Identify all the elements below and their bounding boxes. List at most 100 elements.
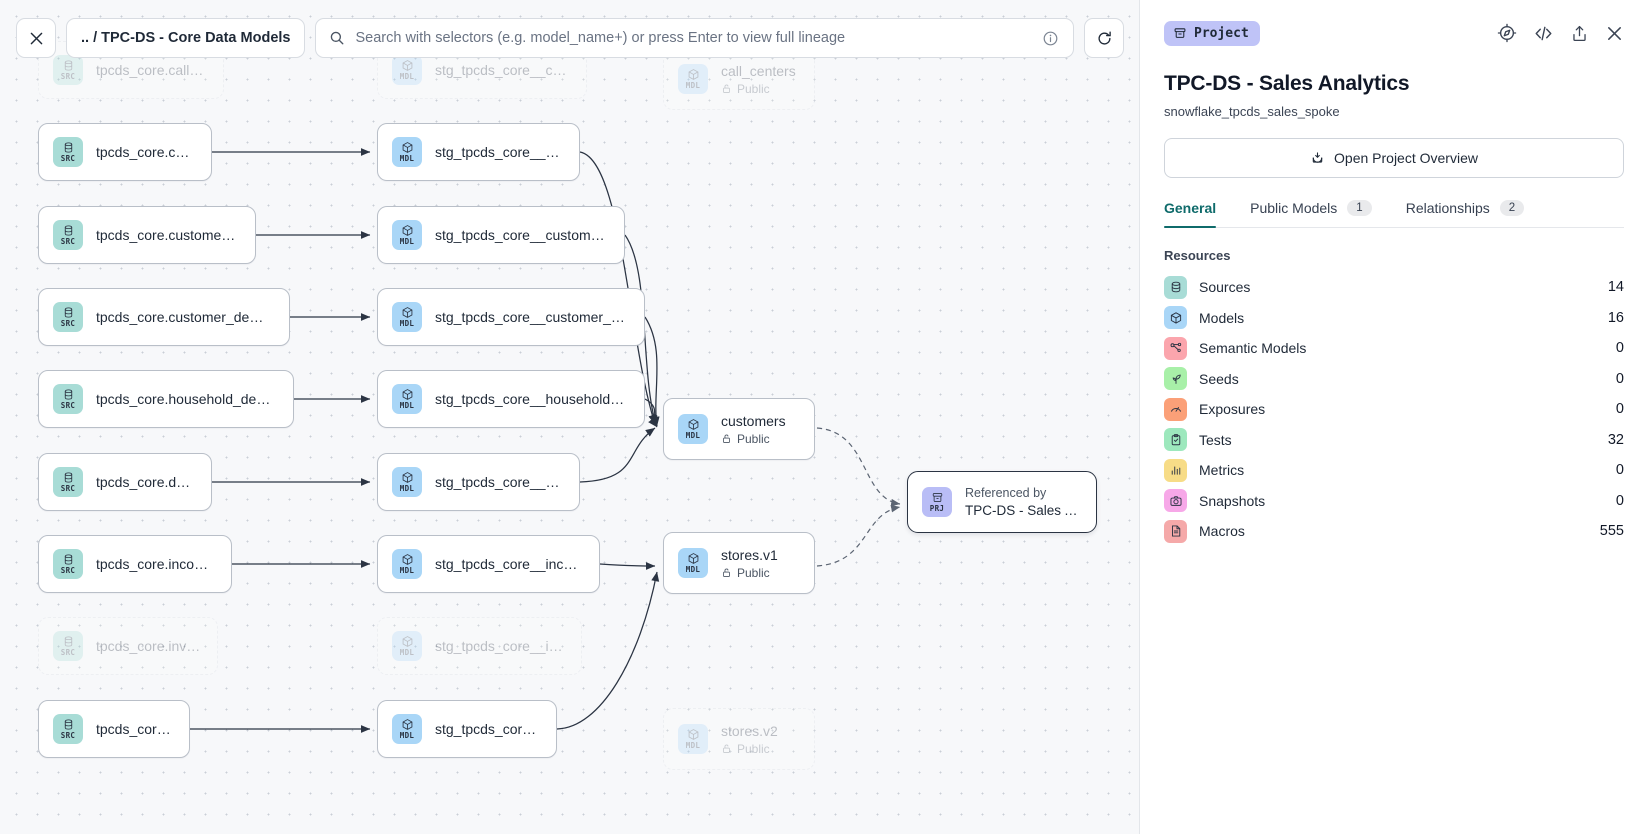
- search-bar[interactable]: [315, 18, 1074, 58]
- database-icon: [1171, 281, 1180, 293]
- cube-icon: [402, 719, 412, 731]
- code-icon[interactable]: [1533, 23, 1554, 44]
- lineage-node-src-customer-address[interactable]: SRC tpcds_core.customer_address: [38, 206, 256, 264]
- panel-actions: [1497, 23, 1624, 44]
- node-visibility: Public: [721, 566, 778, 580]
- info-circle-icon[interactable]: [1042, 30, 1059, 47]
- node-text: stg_tpcds_core__date_dim: [435, 474, 563, 490]
- node-type-badge-label: SRC: [60, 237, 76, 247]
- cube-icon: [402, 142, 412, 154]
- node-label: stg_tpcds_core__store: [435, 721, 540, 737]
- lineage-canvas[interactable]: .. / TPC-DS - Core Data Models SRCtpcds_…: [0, 0, 1140, 834]
- node-visibility: Public: [721, 742, 778, 756]
- database-icon: [64, 636, 72, 647]
- resource-icon-wrap: [1164, 275, 1187, 299]
- resource-icon-wrap: [1164, 367, 1187, 391]
- node-text: tpcds_core.customer: [96, 144, 195, 160]
- node-type-badge-mdl: MDL: [392, 137, 422, 167]
- node-visibility-label: Public: [737, 81, 770, 96]
- node-type-badge-label: MDL: [685, 565, 701, 575]
- project-type-chip[interactable]: Project: [1164, 20, 1260, 46]
- breadcrumb-button[interactable]: .. / TPC-DS - Core Data Models: [66, 18, 306, 58]
- close-panel-button[interactable]: [1605, 24, 1624, 43]
- node-label: TPC-DS - Sales Analytics: [965, 503, 1080, 518]
- resource-count: 0: [1615, 340, 1624, 357]
- open-project-overview-button[interactable]: Open Project Overview: [1164, 138, 1624, 178]
- node-type-badge-label: MDL: [399, 72, 415, 82]
- node-visibility-label: Public: [737, 741, 770, 756]
- resource-icon-wrap: [1164, 397, 1187, 421]
- node-label: tpcds_core.income_band: [96, 556, 215, 572]
- document-icon: [1171, 525, 1180, 537]
- node-type-badge-src: SRC: [53, 549, 83, 579]
- node-label: stg_tpcds_core__date_dim: [435, 474, 563, 490]
- database-icon: [64, 472, 72, 483]
- resource-icon-wrap: [1164, 306, 1187, 330]
- database-icon: [64, 60, 72, 71]
- node-label: stg_tpcds_core__customer_demogra…: [435, 309, 628, 325]
- node-type-badge-label: MDL: [399, 566, 415, 576]
- node-text: tpcds_core.date_dim: [96, 474, 195, 490]
- search-input[interactable]: [355, 30, 1032, 46]
- node-type-badge-mdl: MDL: [678, 724, 708, 754]
- node-text: tpcds_core.customer_address: [96, 227, 239, 243]
- cube-icon: [688, 729, 698, 741]
- node-type-badge-label: SRC: [60, 72, 76, 82]
- resource-label: Macros: [1199, 523, 1245, 540]
- cube-icon: [402, 389, 412, 401]
- resource-label: Tests: [1199, 431, 1232, 448]
- resource-count: 0: [1615, 401, 1624, 418]
- share-icon[interactable]: [1570, 24, 1589, 43]
- close-lineage-button[interactable]: [16, 18, 56, 58]
- resource-count: 0: [1615, 370, 1624, 387]
- node-type-badge-label: MDL: [399, 154, 415, 164]
- clipboard-icon: [1171, 433, 1180, 445]
- database-icon: [64, 225, 72, 236]
- lineage-node-mdl-stg-store[interactable]: MDL stg_tpcds_core__store: [377, 700, 557, 758]
- refresh-button[interactable]: [1084, 18, 1124, 58]
- tab-label: Public Models: [1250, 200, 1338, 216]
- cube-icon: [1170, 312, 1181, 324]
- explore-icon[interactable]: [1497, 23, 1517, 43]
- lineage-node-mdl-stg-household-demographics[interactable]: MDLstg_tpcds_core__household_demogr…: [377, 370, 645, 428]
- lineage-node-mdl-stg-customer-demographics[interactable]: MDL stg_tpcds_core__customer_demogra…: [377, 288, 645, 346]
- node-text: stg_tpcds_core__inventory: [435, 638, 565, 654]
- lineage-node-src-income-band[interactable]: SRC tpcds_core.income_band: [38, 535, 232, 593]
- node-type-badge-mdl: MDL: [392, 302, 422, 332]
- page-title: TPC-DS - Sales Analytics: [1164, 72, 1410, 95]
- node-type-badge-mdl: MDL: [392, 549, 422, 579]
- node-type-badge-mdl: MDL: [392, 714, 422, 744]
- node-type-badge-label: MDL: [685, 81, 701, 91]
- tab-general[interactable]: General: [1164, 200, 1217, 228]
